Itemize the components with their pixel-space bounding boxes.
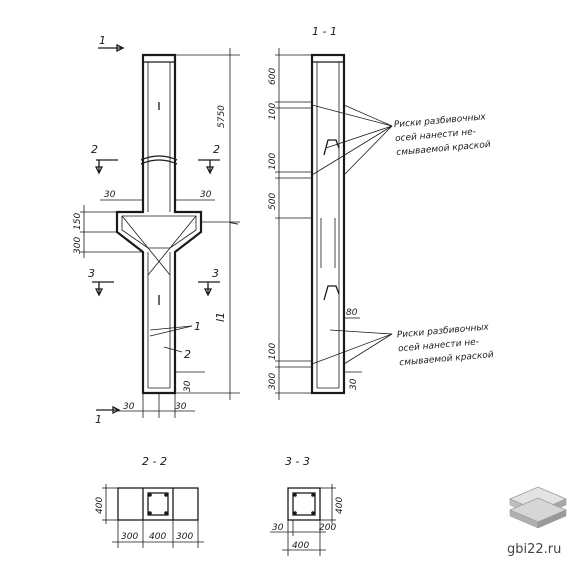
side-view-1-1: 1 - 1 600 100 100 500 100 300 80 30 — [268, 25, 393, 400]
watermark-text: gbi22.ru — [507, 542, 561, 557]
dim-100b: 100 — [268, 153, 278, 170]
section-3-3: 3 - 3 400 30 200 400 — [270, 455, 345, 556]
section-3-3-title: 3 - 3 — [285, 455, 310, 468]
front-mark-1: 1 — [194, 320, 201, 333]
dim-22-400: 400 — [149, 532, 166, 542]
dim-33-400: 400 — [292, 541, 309, 551]
note-1: Риски разбивочных осей нанести не- смыва… — [393, 112, 491, 158]
dim-33-200: 200 — [319, 523, 336, 533]
dim-5750: 5750 — [217, 105, 227, 128]
cut-2-left-label: 2 — [91, 143, 98, 156]
dim-30-tr: 30 — [200, 190, 212, 200]
dim-30-br: 30 — [175, 402, 187, 412]
dim-100c: 100 — [268, 343, 278, 360]
dim-33-400-h: 400 — [335, 497, 345, 514]
stack-logo-icon — [508, 486, 568, 529]
front-view: 1 2 5750 l l1 30 30 150 300 30 30 30 — [73, 34, 241, 426]
cut-1-bottom-label: 1 — [95, 413, 102, 426]
cut-1-top-label: 1 — [99, 34, 106, 47]
dim-22-300b: 300 — [176, 532, 193, 542]
cut-3-right-label: 3 — [212, 267, 219, 280]
dim-22-400-h: 400 — [95, 497, 105, 514]
note-2: Риски разбивочных осей нанести не- смыва… — [396, 322, 494, 368]
dim-100a: 100 — [268, 103, 278, 120]
side-column-outline — [310, 53, 346, 395]
dim-300: 300 — [73, 237, 83, 254]
dim-30-bl: 30 — [123, 402, 135, 412]
watermark: gbi22.ru — [507, 486, 568, 557]
dim-30-side2: 30 — [349, 378, 359, 390]
dim-33-30: 30 — [272, 523, 284, 533]
dim-22-300a: 300 — [121, 532, 138, 542]
dim-150: 150 — [73, 213, 83, 230]
cut-2-right-label: 2 — [213, 143, 220, 156]
section-2-2: 2 - 2 400 300 400 300 — [95, 455, 204, 548]
section-2-2-title: 2 - 2 — [142, 455, 167, 468]
cut-3-left-label: 3 — [88, 267, 95, 280]
dim-30-tl: 30 — [104, 190, 116, 200]
dim-l1: l1 — [214, 312, 227, 322]
front-mark-2: 2 — [184, 348, 191, 361]
dim-500: 500 — [268, 193, 278, 210]
dim-300-side: 300 — [268, 373, 278, 390]
dim-l: l — [228, 222, 241, 225]
section-1-1-title: 1 - 1 — [312, 25, 337, 38]
dim-600: 600 — [268, 68, 278, 85]
dim-80: 80 — [346, 308, 358, 318]
dim-30-side: 30 — [183, 380, 193, 392]
